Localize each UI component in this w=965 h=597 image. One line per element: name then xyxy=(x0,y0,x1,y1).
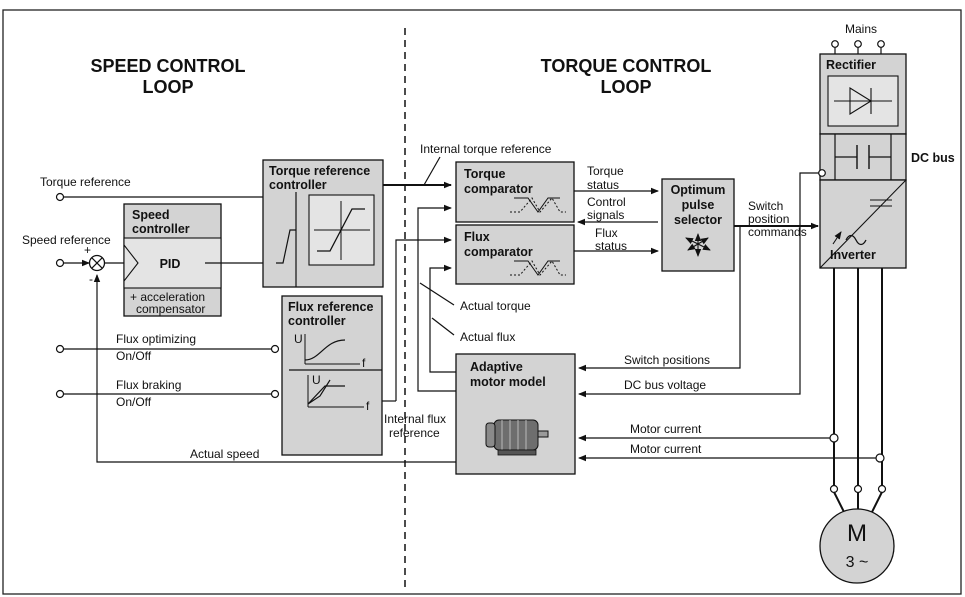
flux-ref-controller-title-1: Flux reference xyxy=(288,300,374,314)
torque-loop-title-1: TORQUE CONTROL xyxy=(541,56,712,76)
pulse-selector-title-1: Optimum xyxy=(671,183,726,197)
input-flux-optimizing: Flux optimizing On/Off xyxy=(55,332,280,363)
speed-reference-label: Speed reference xyxy=(22,233,111,247)
rectifier-title: Rectifier xyxy=(826,58,876,72)
actual-flux-label: Actual flux xyxy=(460,330,515,344)
torque-ref-controller-title-2: controller xyxy=(269,178,327,192)
flux-comparator-title-1: Flux xyxy=(464,230,490,244)
motor-m-label: M xyxy=(847,520,867,547)
torque-status-label-2: status xyxy=(587,178,619,192)
actual-torque-label: Actual torque xyxy=(460,299,531,313)
flux-optimizing-label-1: Flux optimizing xyxy=(116,332,196,346)
torque-comparator-title-1: Torque xyxy=(464,167,505,181)
internal-flux-reference-label-1: Internal flux xyxy=(384,412,446,426)
motor-model-title-2: motor model xyxy=(470,375,546,389)
flux-comparator-block: Flux comparator xyxy=(455,224,575,285)
control-signals-label-1: Control xyxy=(587,195,626,209)
flux-comparator-title-2: comparator xyxy=(464,245,533,259)
inverter-block: Inverter xyxy=(819,179,907,269)
flux-status-label-2: status xyxy=(595,239,627,253)
speed-controller-note-2: compensator xyxy=(136,302,205,316)
motor-current-label-2: Motor current xyxy=(630,442,702,456)
motor-illustration-icon xyxy=(485,419,549,456)
flux-graph1-u-label: U xyxy=(294,332,303,346)
flux-graph2-f-label: f xyxy=(366,399,370,413)
speed-controller-block: Speed controller PID + acceleration comp… xyxy=(123,203,222,317)
motor-phase-label: 3 ~ xyxy=(846,554,869,571)
inverter-title: Inverter xyxy=(830,248,876,262)
optimum-pulse-selector-block: Optimum pulse selector xyxy=(661,178,735,272)
mains-label: Mains xyxy=(845,22,877,36)
actual-speed-label: Actual speed xyxy=(190,447,259,461)
internal-torque-reference-label: Internal torque reference xyxy=(420,142,552,156)
flux-braking-label-2: On/Off xyxy=(116,395,152,409)
torque-reference-label: Torque reference xyxy=(40,175,131,189)
pulse-selector-title-2: pulse xyxy=(682,198,715,212)
control-signals-label-2: signals xyxy=(587,208,624,222)
mains-supply: Mains xyxy=(831,22,885,54)
flux-status-label-1: Flux xyxy=(595,226,618,240)
torque-comparator-block: Torque comparator xyxy=(455,161,575,223)
torque-comparator-title-2: comparator xyxy=(464,182,533,196)
torque-loop-title-2: LOOP xyxy=(600,77,651,97)
switch-commands-label-2: position xyxy=(748,212,789,226)
dc-bus-voltage-label: DC bus voltage xyxy=(624,378,706,392)
sum-minus-sign: - xyxy=(89,272,93,286)
switch-commands-label-1: Switch xyxy=(748,199,783,213)
speed-loop-title-2: LOOP xyxy=(142,77,193,97)
torque-reference-controller-block: Torque reference controller xyxy=(262,159,384,288)
torque-ref-controller-title-1: Torque reference xyxy=(269,164,370,178)
switch-commands-label-3: commands xyxy=(748,225,807,239)
internal-flux-reference-label-2: reference xyxy=(389,426,440,440)
speed-controller-title-2: controller xyxy=(132,222,190,236)
dc-bus-label: DC bus xyxy=(911,151,955,165)
input-torque-reference: Torque reference xyxy=(40,175,278,202)
adaptive-motor-model-block: Adaptive motor model xyxy=(455,353,576,475)
outer-frame xyxy=(2,9,962,595)
pid-label: PID xyxy=(160,257,181,271)
flux-braking-label-1: Flux braking xyxy=(116,378,181,392)
input-flux-braking: Flux braking On/Off xyxy=(55,378,280,409)
flux-graph2-u-label: U xyxy=(312,373,321,387)
switch-positions-label: Switch positions xyxy=(624,353,710,367)
motor-model-title-1: Adaptive xyxy=(470,360,523,374)
input-speed-reference: Speed reference + - xyxy=(22,233,139,286)
flux-optimizing-label-2: On/Off xyxy=(116,349,152,363)
motor-symbol: M 3 ~ xyxy=(819,508,895,584)
flux-reference-controller-block: Flux reference controller U f U f xyxy=(281,295,383,456)
speed-controller-title-1: Speed xyxy=(132,208,170,222)
flux-graph1-f-label: f xyxy=(362,356,366,370)
flux-ref-controller-title-2: controller xyxy=(288,314,346,328)
sum-plus-sign: + xyxy=(84,243,91,257)
pulse-selector-title-3: selector xyxy=(674,213,722,227)
dc-bus-block: DC bus xyxy=(818,133,955,181)
vector-star-icon xyxy=(685,233,711,257)
speed-loop-title-1: SPEED CONTROL xyxy=(90,56,245,76)
rectifier-block: Rectifier xyxy=(819,53,907,135)
motor-current-label-1: Motor current xyxy=(630,422,702,436)
torque-status-label-1: Torque xyxy=(587,164,624,178)
speed-controller-note-1: + acceleration xyxy=(130,290,205,304)
